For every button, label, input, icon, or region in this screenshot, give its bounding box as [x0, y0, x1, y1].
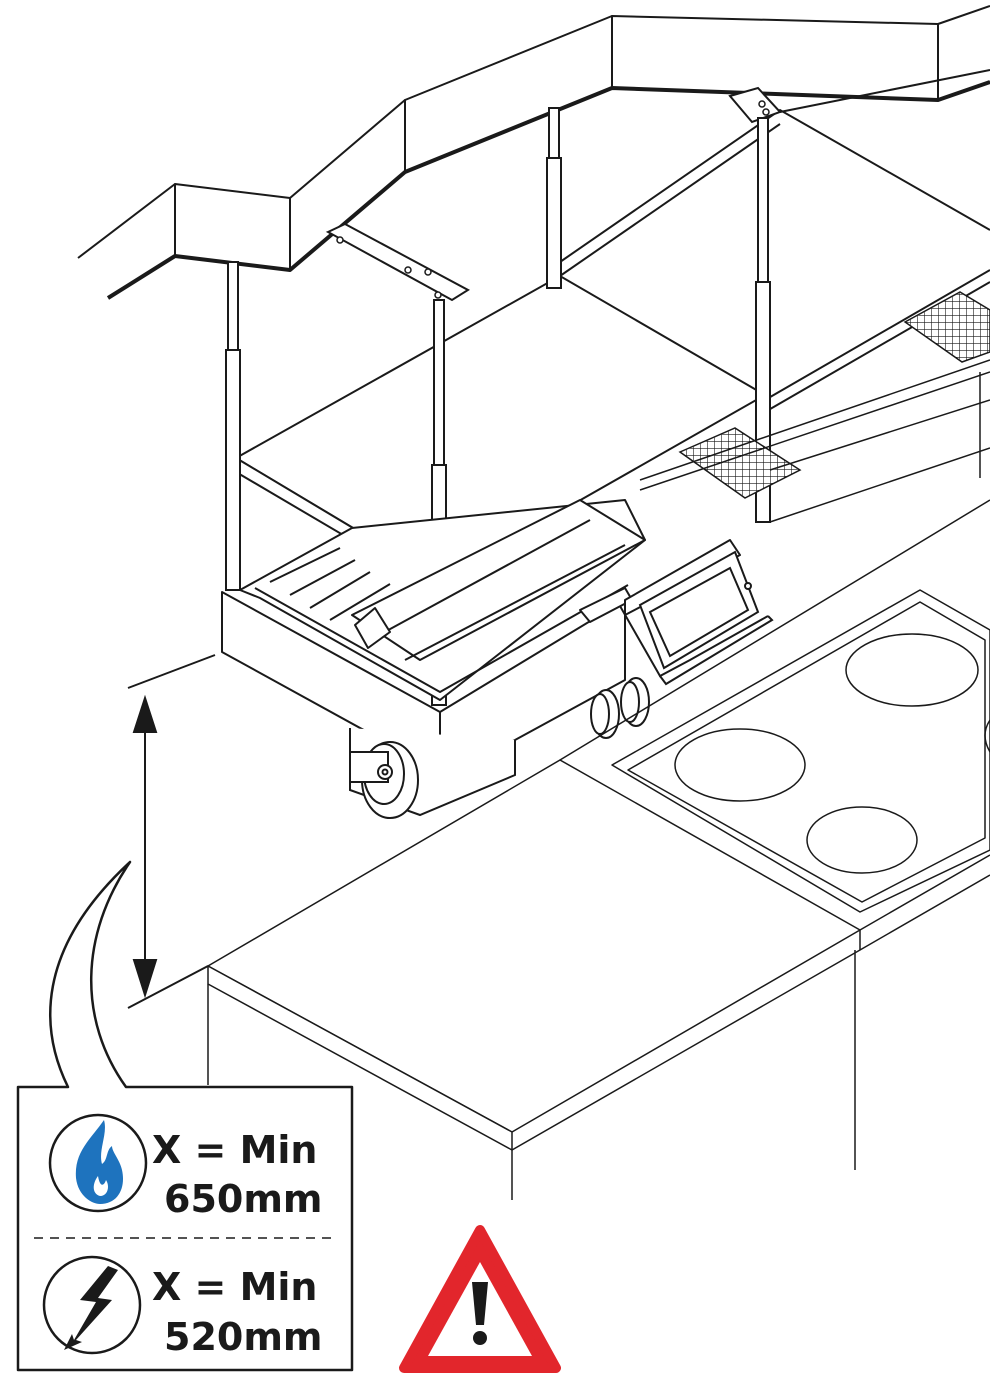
electric-label-line1: X = Min	[152, 1265, 318, 1309]
filter-grilles	[678, 291, 990, 499]
warning-triangle-icon	[399, 1225, 561, 1373]
flame-icon	[75, 1120, 124, 1204]
electric-row: X = Min 520mm	[42, 1255, 323, 1359]
arrow-down-head	[132, 959, 158, 999]
lightning-icon	[64, 1266, 118, 1350]
canopy-body	[221, 499, 741, 773]
gas-label-line1: X = Min	[152, 1128, 318, 1172]
roller-unit	[349, 728, 516, 819]
lightning-icon-circle	[42, 1255, 142, 1355]
electric-label-line2: 520mm	[164, 1315, 323, 1359]
height-dimension	[127, 654, 216, 1009]
exclamation-mark	[472, 1282, 488, 1325]
ceiling-bulkhead	[77, 5, 990, 300]
bracket-holes	[336, 100, 770, 299]
control-panel	[619, 550, 774, 686]
gas-row: X = Min 650mm	[48, 1113, 323, 1221]
gas-label-line2: 650mm	[164, 1177, 323, 1221]
wall-section	[639, 359, 990, 523]
arrow-up-head	[132, 694, 158, 733]
hob-burners	[674, 633, 990, 874]
control-knobs	[590, 677, 650, 739]
legend-callout: X = Min 650mm X = Min 520mm	[16, 860, 354, 1372]
